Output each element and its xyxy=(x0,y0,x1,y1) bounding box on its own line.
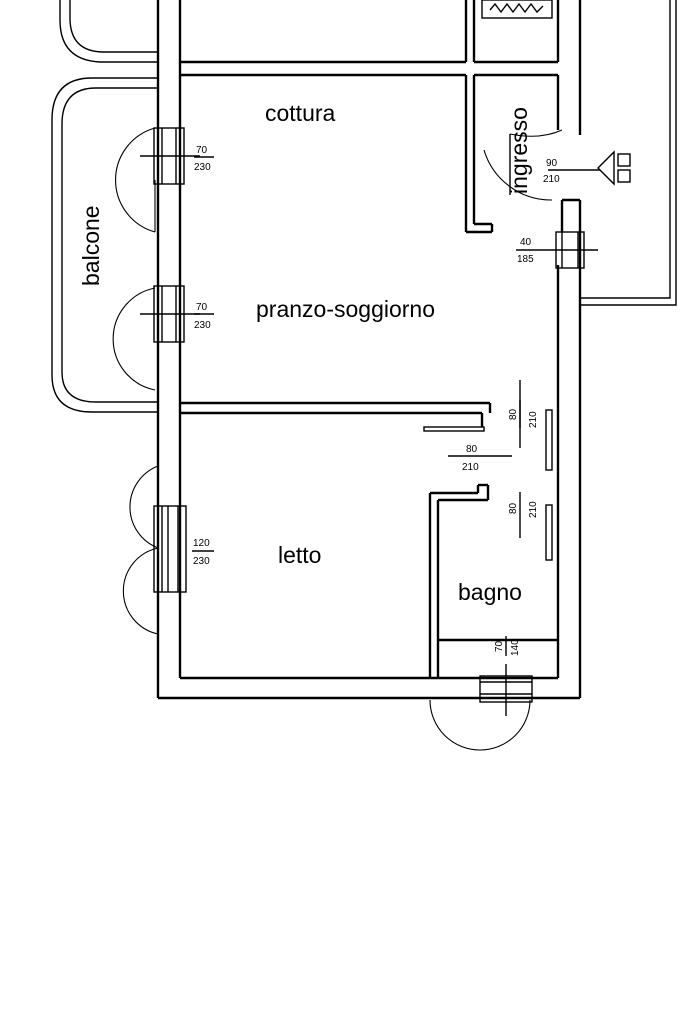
dim-width: 80 xyxy=(508,502,519,514)
walls xyxy=(156,0,582,700)
balcony-rails xyxy=(51,0,677,413)
entry-door xyxy=(483,129,600,201)
window-1 xyxy=(115,127,200,233)
room-label-bagno: bagno xyxy=(458,579,522,605)
dim-width: 80 xyxy=(466,444,478,455)
window-2 xyxy=(112,285,200,391)
dim-height: 185 xyxy=(517,254,534,265)
dim-door-a: 80 210 xyxy=(508,400,539,428)
dim-door-b: 80 210 xyxy=(462,444,479,473)
dim-height: 210 xyxy=(528,411,539,428)
dim-width: 70 xyxy=(196,302,208,313)
dim-height: 210 xyxy=(462,462,479,473)
dim-entry-door: 90 210 xyxy=(543,158,560,185)
dim-door-c: 80 210 xyxy=(508,501,539,518)
dim-width: 120 xyxy=(193,538,210,549)
dim-window-1: 70 230 xyxy=(194,145,214,173)
small-window xyxy=(540,231,598,269)
dim-height: 210 xyxy=(528,501,539,518)
dim-window-2: 70 230 xyxy=(194,302,214,331)
dim-width: 80 xyxy=(508,408,519,420)
interior-doors xyxy=(423,380,553,561)
entry-arrow-icon xyxy=(597,150,631,186)
room-label-balcone: balcone xyxy=(78,205,104,286)
dim-small-window: 40 185 xyxy=(516,237,540,265)
dim-window-3: 120 230 xyxy=(192,538,214,567)
dim-height: 230 xyxy=(193,556,210,567)
window-3 xyxy=(122,465,187,635)
dim-height: 230 xyxy=(194,162,211,173)
room-label-cottura: cottura xyxy=(265,100,336,126)
dim-height: 230 xyxy=(194,320,211,331)
dim-width: 70 xyxy=(196,145,208,156)
dim-width: 70 xyxy=(494,640,505,652)
room-label-letto: letto xyxy=(278,542,321,568)
room-label-ingresso: ingresso xyxy=(506,107,532,194)
dim-bath-window: 70 140 xyxy=(494,636,521,656)
room-label-pranzo-soggiorno: pranzo-soggiorno xyxy=(256,296,435,322)
dim-height: 140 xyxy=(510,639,521,656)
dim-height: 210 xyxy=(543,174,560,185)
bath-window xyxy=(429,664,533,751)
radiator-symbol xyxy=(481,0,553,19)
dim-width: 90 xyxy=(546,158,558,169)
dim-width: 40 xyxy=(520,237,532,248)
